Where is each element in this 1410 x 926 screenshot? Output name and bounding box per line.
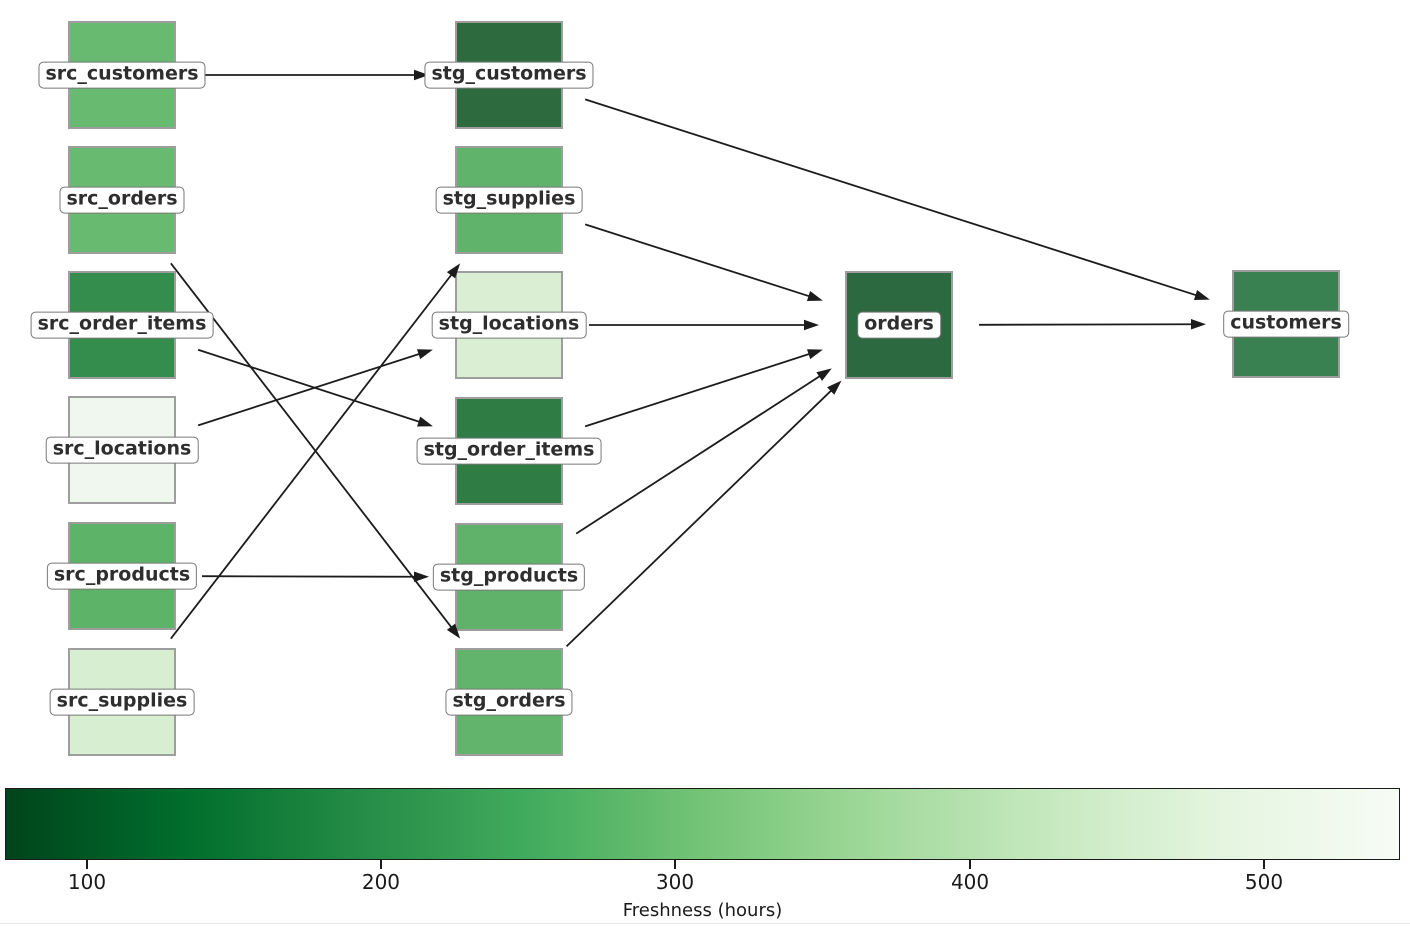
node-label-src_order_items: src_order_items (30, 311, 214, 339)
freshness-colorbar (5, 788, 1400, 860)
edge-arrowhead-stg_supplies-to-orders (806, 291, 823, 301)
colorbar-tick-label-200: 200 (361, 870, 401, 894)
colorbar-tick-mark-200 (380, 860, 382, 869)
edge-arrowhead-src_locations-to-stg_locations (417, 349, 433, 360)
colorbar-tick-mark-400 (969, 860, 971, 869)
edge-stg_orders-to-orders (565, 388, 834, 648)
edge-src_supplies-to-stg_supplies (170, 272, 454, 640)
node-label-stg_customers: stg_customers (424, 61, 594, 89)
node-label-stg_order_items: stg_order_items (416, 437, 602, 465)
node-label-stg_locations: stg_locations (431, 311, 587, 339)
edge-src_products-to-stg_products (201, 575, 418, 578)
edge-arrowhead-stg_locations-to-orders (804, 319, 819, 331)
colorbar-tick-label-400: 400 (950, 870, 990, 894)
edge-arrowhead-src_supplies-to-stg_supplies (446, 263, 461, 279)
colorbar-tick-label-100: 100 (67, 870, 107, 894)
node-label-customers: customers (1223, 310, 1349, 338)
edge-arrowhead-stg_orders-to-orders (827, 380, 842, 395)
edge-src_orders-to-stg_orders (170, 262, 454, 630)
node-label-src_products: src_products (46, 562, 198, 590)
edge-stg_order_items-to-orders (584, 352, 812, 428)
edge-arrowhead-orders-to-customers (1190, 319, 1207, 330)
edge-arrowhead-src_customers-to-stg_customers (414, 69, 429, 81)
node-label-src_customers: src_customers (38, 61, 206, 89)
colorbar-tick-mark-500 (1263, 860, 1265, 869)
colorbar-tick-label-500: 500 (1244, 870, 1284, 894)
colorbar-tick-label-300: 300 (655, 870, 695, 894)
edge-arrowhead-src_orders-to-stg_orders (446, 623, 461, 639)
edge-arrowhead-src_order_items-to-stg_order_items (417, 416, 433, 427)
figure-bottom-hairline (0, 923, 1410, 924)
edge-orders-to-customers (978, 323, 1195, 326)
edge-src_locations-to-stg_locations (197, 352, 422, 427)
node-label-stg_supplies: stg_supplies (435, 186, 583, 214)
edge-arrowhead-stg_order_items-to-orders (807, 349, 823, 360)
node-label-stg_products: stg_products (432, 563, 586, 591)
node-label-orders: orders (857, 311, 941, 339)
node-label-src_locations: src_locations (45, 436, 199, 464)
edge-arrowhead-stg_customers-to-customers (1193, 290, 1210, 300)
edge-arrowhead-stg_products-to-orders (816, 368, 832, 381)
colorbar-axis-label: Freshness (hours) (622, 900, 783, 921)
edge-stg_customers-to-customers (584, 98, 1199, 297)
colorbar-tick-mark-100 (86, 860, 88, 869)
edge-stg_supplies-to-orders (584, 223, 812, 298)
edge-arrowhead-src_products-to-stg_products (413, 571, 430, 582)
node-label-src_supplies: src_supplies (49, 688, 195, 716)
node-label-stg_orders: stg_orders (445, 688, 573, 716)
colorbar-tick-mark-300 (674, 860, 676, 869)
edge-src_order_items-to-stg_order_items (197, 348, 422, 424)
edge-stg_products-to-orders (575, 374, 823, 535)
node-label-src_orders: src_orders (59, 186, 185, 214)
